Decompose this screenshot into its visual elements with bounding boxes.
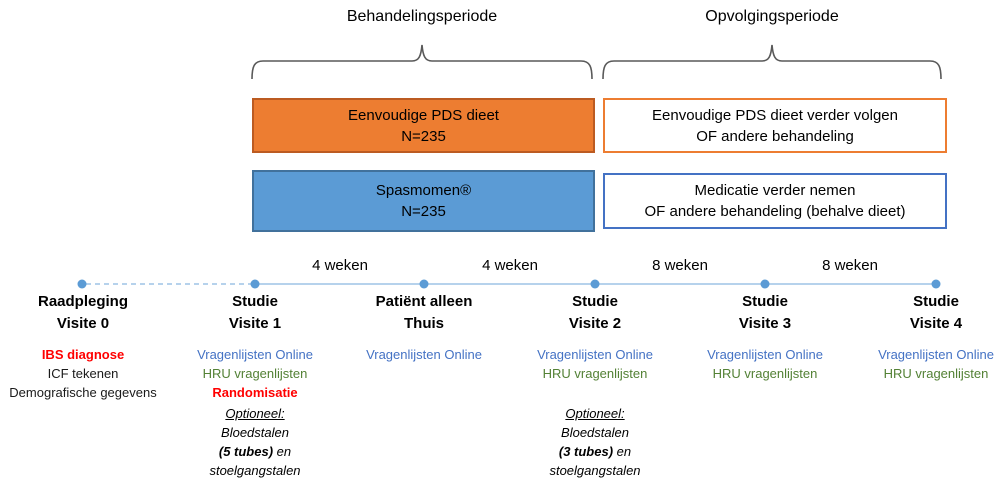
visit1-optional-title: Optioneel: [225, 406, 285, 421]
timeline-dot-visit4 [931, 279, 941, 289]
visit1-tubes-suffix: en [273, 444, 292, 459]
visit-1-line1: Studie [232, 293, 278, 310]
spasmomen-arm-label: Spasmomen® [375, 182, 472, 199]
visit-2-line2: Visite 2 [568, 315, 622, 332]
visit-4-line1: Studie [913, 293, 959, 310]
visit4-annotations: Vragenlijsten Online HRU vragenlijsten [878, 345, 994, 383]
visit-label-0: Raadpleging Visite 0 [38, 291, 128, 335]
visit2-hru-questionnaires: HRU vragenlijsten [542, 366, 648, 381]
visit1-optional-block: Optioneel: Bloedstalen (5 tubes) en stoe… [209, 404, 300, 480]
visit2-annotations: Vragenlijsten Online HRU vragenlijsten [537, 345, 653, 383]
spasmomen-arm-box: Spasmomen® N=235 [252, 170, 595, 232]
diet-arm-n: N=235 [401, 127, 446, 145]
visit-home-line2: Thuis [403, 315, 444, 332]
diet-followup-line2: OF andere behandeling [696, 127, 854, 145]
diet-followup-box: Eenvoudige PDS dieet verder volgen OF an… [603, 98, 947, 153]
visit2-tubes-count: (3 tubes) [558, 444, 614, 459]
visit-0-line2: Visite 0 [56, 315, 110, 332]
visit1-tubes-count: (5 tubes) [218, 444, 274, 459]
interval-label-2: 4 weken [482, 257, 538, 274]
visit4-hru-questionnaires: HRU vragenlijsten [883, 366, 989, 381]
followup-period-label: Opvolgingsperiode [705, 8, 839, 25]
visit1-online-questionnaires: Vragenlijsten Online [197, 347, 313, 362]
visit-3-line1: Studie [742, 293, 788, 310]
visit1-annotations: Vragenlijsten Online HRU vragenlijsten R… [197, 345, 313, 402]
visit1-tubes-line: (5 tubes) en [209, 442, 300, 461]
visit-label-2: Studie Visite 2 [569, 291, 621, 335]
timeline-dot-visit3 [760, 279, 770, 289]
visit-label-1: Studie Visite 1 [229, 291, 281, 335]
visit-1-line2: Visite 1 [228, 315, 282, 332]
medication-followup-line2: OF andere behandeling (behalve dieet) [644, 203, 906, 220]
visit2-blood-samples: Bloedstalen [561, 425, 629, 440]
visit2-optional-title: Optioneel: [565, 406, 625, 421]
visit1-hru-questionnaires: HRU vragenlijsten [202, 366, 308, 381]
medication-followup-line1: Medicatie verder nemen [694, 182, 856, 199]
visit-0-line1: Raadpleging [37, 293, 129, 310]
medication-followup-box: Medicatie verder nemen OF andere behande… [603, 173, 947, 229]
diet-arm-label: Eenvoudige PDS dieet [348, 106, 499, 124]
visit2-tubes-suffix: en [613, 444, 632, 459]
diet-followup-line1: Eenvoudige PDS dieet verder volgen [652, 106, 898, 124]
visit-label-4: Studie Visite 4 [910, 291, 962, 335]
timeline-dot-visit2 [590, 279, 600, 289]
timeline-dot-visit1 [250, 279, 260, 289]
visit1-blood-samples: Bloedstalen [221, 425, 289, 440]
home-annotations: Vragenlijsten Online [366, 345, 482, 364]
visit0-icf: ICF tekenen [47, 366, 119, 381]
visit2-online-questionnaires: Vragenlijsten Online [537, 347, 653, 362]
visit3-annotations: Vragenlijsten Online HRU vragenlijsten [707, 345, 823, 383]
followup-brace [602, 44, 942, 80]
visit0-annotations: IBS diagnose ICF tekenen Demografische g… [9, 345, 156, 402]
interval-label-1: 4 weken [312, 257, 368, 274]
diet-arm-box: Eenvoudige PDS dieet N=235 [252, 98, 595, 153]
visit-home-line1: Patiënt alleen [375, 293, 473, 310]
timeline-dot-visit0 [77, 279, 87, 289]
treatment-brace [251, 44, 593, 80]
visit-3-line2: Visite 3 [738, 315, 792, 332]
interval-label-4: 8 weken [822, 257, 878, 274]
visit0-demographics: Demografische gegevens [9, 385, 157, 400]
visit-2-line1: Studie [572, 293, 618, 310]
home-online-questionnaires: Vragenlijsten Online [366, 347, 482, 362]
spasmomen-arm-n: N=235 [401, 203, 446, 220]
visit-label-home: Patiënt alleen Thuis [376, 291, 473, 335]
visit2-stool-samples: stoelgangstalen [549, 463, 641, 478]
visit3-online-questionnaires: Vragenlijsten Online [707, 347, 823, 362]
visit4-online-questionnaires: Vragenlijsten Online [878, 347, 994, 362]
visit1-stool-samples: stoelgangstalen [209, 463, 301, 478]
visit-label-3: Studie Visite 3 [739, 291, 791, 335]
visit2-tubes-line: (3 tubes) en [549, 442, 640, 461]
treatment-period-label: Behandelingsperiode [346, 8, 498, 25]
visit1-randomisation: Randomisatie [212, 385, 298, 400]
visit2-optional-block: Optioneel: Bloedstalen (3 tubes) en stoe… [549, 404, 640, 480]
visit-4-line2: Visite 4 [909, 315, 963, 332]
visit0-ibs-diagnosis: IBS diagnose [41, 347, 125, 362]
visit3-hru-questionnaires: HRU vragenlijsten [712, 366, 818, 381]
timeline-dot-home [419, 279, 429, 289]
interval-label-3: 8 weken [652, 257, 708, 274]
